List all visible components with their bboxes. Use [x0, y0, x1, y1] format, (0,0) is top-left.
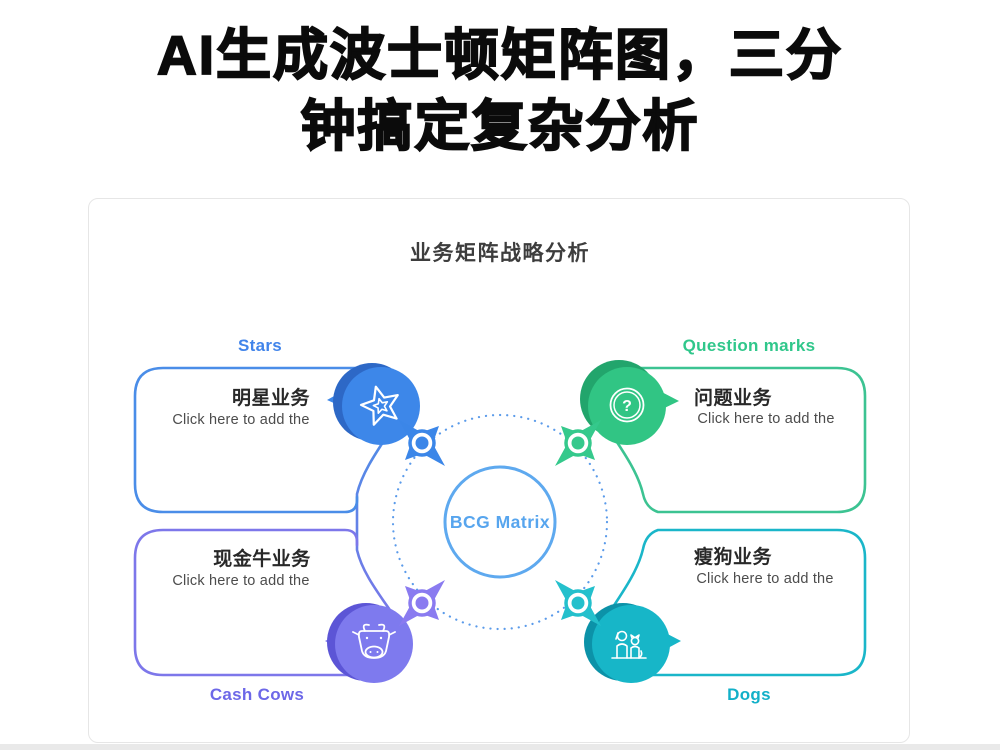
connector-node-dogs	[555, 580, 601, 626]
stars-badge-circle	[342, 367, 420, 445]
dashed-orbit-circle	[391, 413, 609, 631]
stars-heading[interactable]: 明星业务	[231, 388, 310, 409]
dog-icon	[611, 630, 647, 659]
cash-cows-label: Cash Cows	[209, 685, 305, 704]
dogs-label: Dogs	[727, 685, 771, 704]
stars-placeholder[interactable]: Click here to add the	[172, 412, 310, 428]
left-connector-trunk	[355, 414, 402, 627]
dogs-placeholder[interactable]: Click here to add the	[696, 571, 834, 587]
question-marks-badge[interactable]: ?	[580, 360, 679, 445]
cash-cows-placeholder[interactable]: Click here to add the	[172, 573, 310, 589]
dogs-box[interactable]	[598, 528, 867, 677]
stars-box[interactable]	[133, 366, 382, 514]
connector-node-stars	[399, 420, 445, 466]
page-title-line2: 钟搞定复杂分析	[300, 94, 700, 158]
connector-node-question-marks	[555, 420, 601, 466]
cash-cows-badge[interactable]	[325, 603, 413, 683]
page-title-line1: AI生成波士顿矩阵图，三分	[156, 23, 843, 87]
center-label[interactable]: BCG Matrix	[449, 512, 551, 532]
dogs-badge[interactable]	[584, 603, 681, 683]
cash-cows-badge-circle	[335, 605, 413, 683]
dogs-badge-circle	[592, 605, 670, 683]
page-title: AI生成波士顿矩阵图，三分 钟搞定复杂分析	[0, 20, 1000, 162]
center-circle[interactable]	[443, 465, 557, 579]
footer-strip	[0, 744, 1000, 750]
cash-cows-heading[interactable]: 现金牛业务	[213, 549, 311, 570]
question-marks-label: Question marks	[682, 336, 816, 355]
svg-text:?: ?	[622, 398, 632, 415]
stars-badge[interactable]	[327, 363, 420, 445]
cash-cows-box[interactable]	[133, 528, 382, 677]
stars-label: Stars	[237, 336, 283, 355]
cow-icon	[352, 623, 396, 659]
question-marks-heading[interactable]: 问题业务	[693, 388, 772, 409]
question-marks-placeholder[interactable]: Click here to add the	[697, 411, 835, 427]
question-marks-badge-circle	[588, 367, 666, 445]
dogs-heading[interactable]: 瘦狗业务	[693, 547, 772, 568]
question-mark-icon: ?	[609, 387, 645, 423]
connector-node-cash-cows	[399, 580, 445, 626]
question-marks-box[interactable]	[598, 366, 867, 514]
diagram-title: 业务矩阵战略分析	[410, 242, 590, 265]
star-icon	[359, 385, 399, 426]
